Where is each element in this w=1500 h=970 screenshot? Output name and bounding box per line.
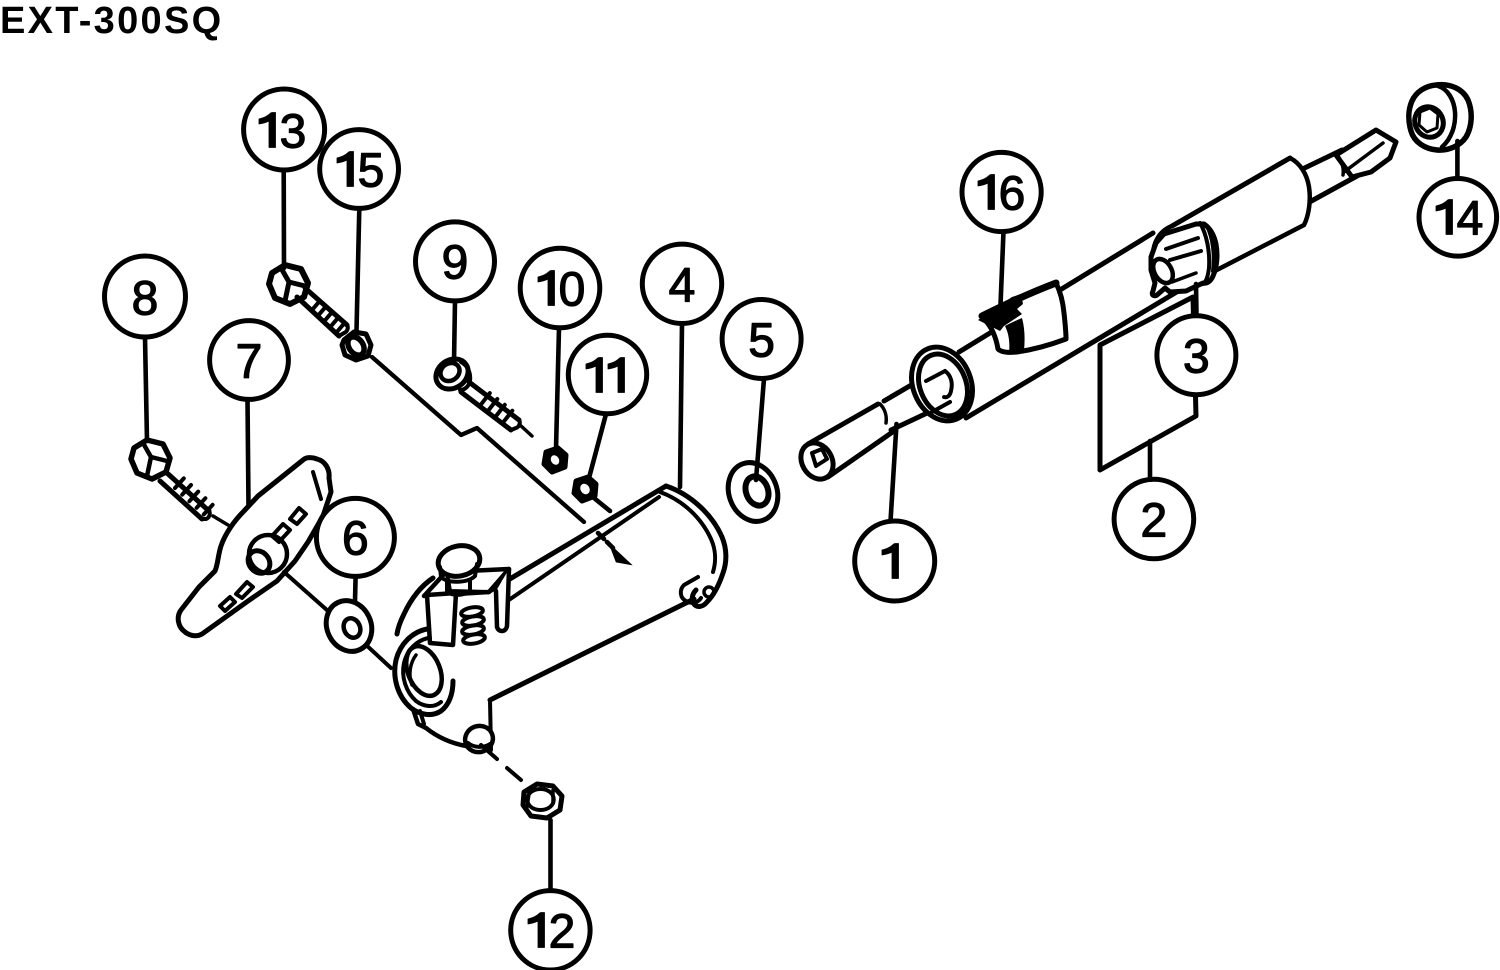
svg-text:5: 5 <box>358 145 385 198</box>
svg-text:5: 5 <box>748 315 775 368</box>
svg-text:6: 6 <box>999 168 1026 221</box>
svg-text:4: 4 <box>1457 193 1484 246</box>
svg-text:6: 6 <box>342 513 369 566</box>
svg-text:3: 3 <box>280 106 307 159</box>
svg-text:EXT-300SQ: EXT-300SQ <box>0 0 223 42</box>
svg-text:7: 7 <box>236 336 263 389</box>
svg-text:8: 8 <box>132 273 159 326</box>
svg-text:0: 0 <box>559 264 586 317</box>
svg-text:2: 2 <box>1141 495 1168 548</box>
svg-text:3: 3 <box>1183 331 1210 384</box>
svg-text:9: 9 <box>442 237 469 290</box>
svg-text:4: 4 <box>669 260 696 313</box>
svg-text:2: 2 <box>549 906 576 959</box>
